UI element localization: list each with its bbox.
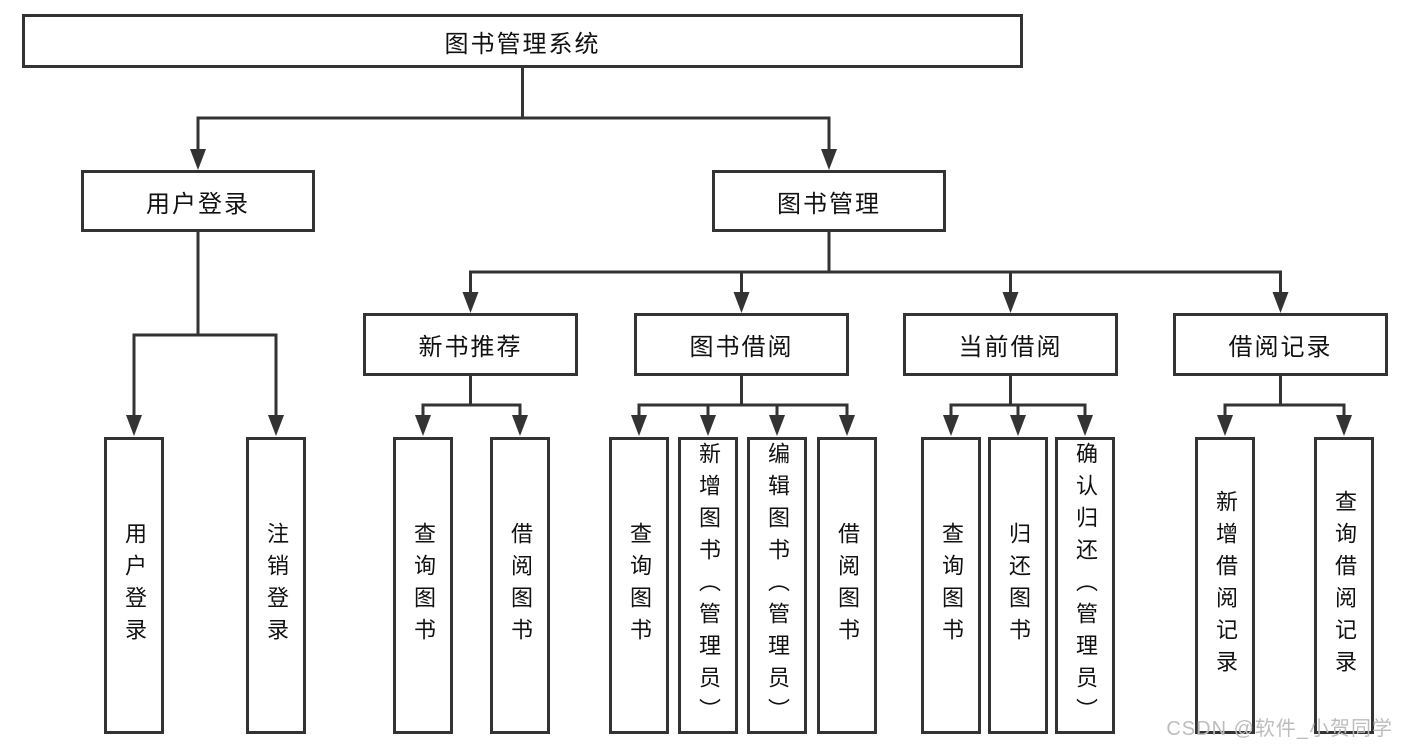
node-library-management-system: 图书管理系统 <box>22 14 1023 68</box>
leaf-label: 查询借阅记录 <box>1332 489 1357 682</box>
leaf-query-borrowing-record: 查询借阅记录 <box>1314 437 1374 734</box>
connector-current-to-leaves <box>949 376 1087 423</box>
leaf-return-books: 归还图书 <box>988 437 1048 734</box>
leaf-label: 查询图书 <box>627 521 652 650</box>
connector-user-login-to-leaves <box>132 232 278 423</box>
leaf-label: 确认归还（管理员） <box>1073 441 1098 730</box>
leaf-add-borrowing-record: 新增借阅记录 <box>1195 437 1255 734</box>
leaf-query-books-borrowing: 查询图书 <box>609 437 669 734</box>
leaf-logout-login: 注销登录 <box>246 437 306 734</box>
node-book-borrowing: 图书借阅 <box>634 313 849 376</box>
connector-borrowing-to-leaves <box>637 376 849 423</box>
leaf-query-books-current: 查询图书 <box>921 437 981 734</box>
connector-book-management-to-level3 <box>469 232 1282 299</box>
node-current-borrowing: 当前借阅 <box>903 313 1118 376</box>
watermark: CSDN @软件_小贺同学 <box>1166 718 1393 740</box>
leaf-label: 查询图书 <box>411 521 436 650</box>
leaf-label: 编辑图书（管理员） <box>765 441 790 730</box>
node-user-login: 用户登录 <box>81 170 315 232</box>
leaf-label: 注销登录 <box>264 521 289 650</box>
leaf-label: 借阅图书 <box>835 521 860 650</box>
connector-records-to-leaves <box>1223 376 1346 423</box>
leaf-add-books-admin: 新增图书（管理员） <box>678 437 738 734</box>
leaf-label: 查询图书 <box>939 521 964 650</box>
leaf-label: 归还图书 <box>1006 521 1031 650</box>
leaf-borrow-books-recommendation: 借阅图书 <box>490 437 550 734</box>
leaf-label: 用户登录 <box>122 521 147 650</box>
leaf-user-login: 用户登录 <box>104 437 164 734</box>
leaf-label: 新增借阅记录 <box>1213 489 1238 682</box>
node-book-management: 图书管理 <box>712 170 946 232</box>
connector-recommendation-to-leaves <box>421 376 522 423</box>
leaf-label: 新增图书（管理员） <box>696 441 721 730</box>
node-borrowing-records: 借阅记录 <box>1173 313 1388 376</box>
leaf-borrow-books-borrowing: 借阅图书 <box>817 437 877 734</box>
connector-root-to-level2 <box>196 68 831 156</box>
leaf-edit-books-admin: 编辑图书（管理员） <box>747 437 807 734</box>
node-new-book-recommendation: 新书推荐 <box>363 313 578 376</box>
leaf-confirm-return-admin: 确认归还（管理员） <box>1055 437 1115 734</box>
leaf-label: 借阅图书 <box>508 521 533 650</box>
leaf-query-books-recommendation: 查询图书 <box>393 437 453 734</box>
